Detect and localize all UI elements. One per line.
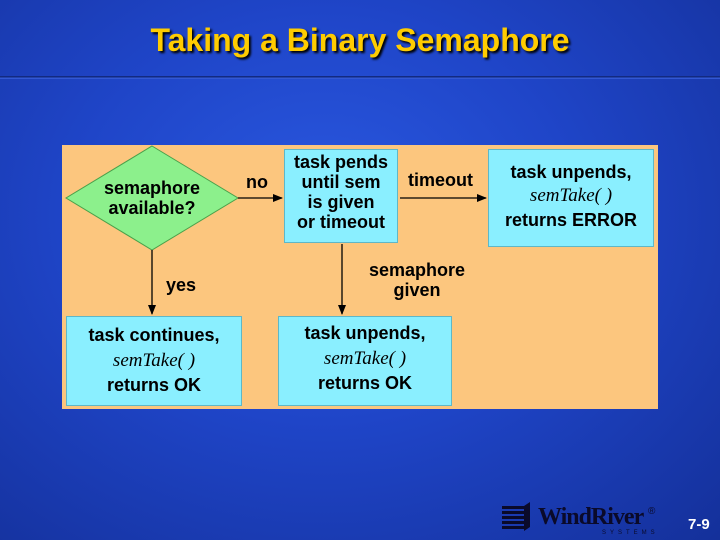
continue-call: semTake( ): [112, 350, 196, 371]
decision-line1: semaphore: [103, 178, 201, 198]
logo-subtext: SYSTEMS: [602, 530, 659, 536]
pend-box: task pends until sem is given or timeout: [284, 149, 398, 243]
pend-line4: or timeout: [297, 212, 385, 232]
error-box: task unpends, semTake( ) returns ERROR: [488, 149, 654, 247]
error-line3: returns ERROR: [504, 210, 638, 230]
label-no: no: [246, 172, 268, 192]
error-line1: task unpends,: [510, 162, 632, 182]
title-divider: [0, 76, 720, 79]
decision-line2: available?: [108, 198, 196, 218]
label-yes: yes: [166, 275, 197, 295]
unpend-ok-line1: task unpends,: [304, 323, 426, 343]
unpend-ok-line3: returns OK: [317, 373, 413, 393]
given-line1: semaphore: [368, 260, 466, 280]
unpend-ok-call: semTake( ): [323, 348, 407, 369]
pend-line1: task pends: [293, 152, 389, 172]
logo-text: WindRiver: [538, 504, 644, 530]
windriver-logo: WindRiver ® SYSTEMS: [498, 500, 668, 538]
continue-line3: returns OK: [106, 375, 202, 395]
label-timeout: timeout: [408, 170, 473, 190]
label-semaphore-given: semaphore given: [354, 260, 480, 300]
logo-registered: ®: [648, 506, 656, 517]
given-line2: given: [393, 280, 441, 300]
pend-line2: until sem: [301, 172, 381, 192]
continue-line1: task continues,: [88, 325, 220, 345]
pend-line3: is given: [307, 192, 375, 212]
decision-text: semaphore available?: [88, 178, 216, 218]
unpend-ok-box: task unpends, semTake( ) returns OK: [278, 316, 452, 406]
slide-title: Taking a Binary Semaphore: [150, 22, 570, 58]
logo-mark-icon: [502, 502, 530, 531]
continue-box: task continues, semTake( ) returns OK: [66, 316, 242, 406]
page-number: 7-9: [688, 516, 710, 533]
error-call: semTake( ): [529, 185, 613, 206]
